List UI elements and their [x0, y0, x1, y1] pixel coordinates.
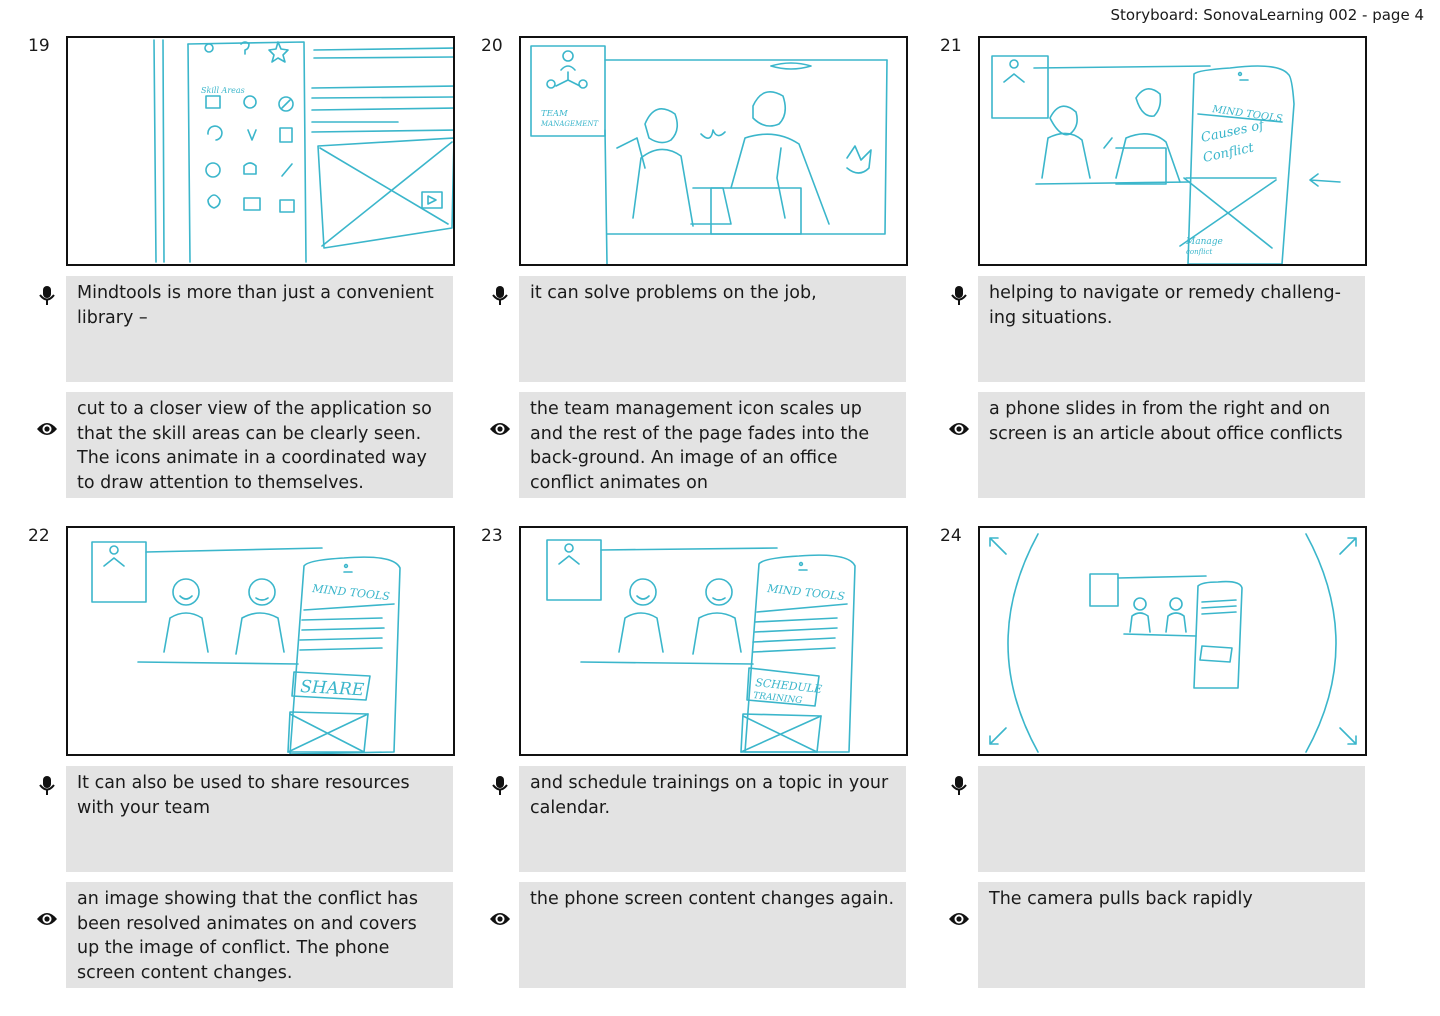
- panel-number: 21: [940, 36, 962, 56]
- sketch-label: conflict: [1186, 248, 1212, 256]
- sketch-camera-pull-back: [989, 533, 1357, 753]
- sketch-label: TEAM: [541, 109, 568, 119]
- audio-text: Mindtools is more than just a convenient…: [77, 283, 434, 328]
- sketch-office-conflict: TEAM MANAGEMENT: [530, 45, 888, 264]
- microphone-icon: [951, 286, 967, 305]
- audio-caption: it can solve problems on the job,: [492, 276, 906, 382]
- sketch-label: MANAGEMENT: [540, 120, 600, 128]
- sketch-phone-schedule: MIND TOOLS SCHEDULE TRAINING: [546, 539, 856, 753]
- audio-caption: [951, 766, 1365, 872]
- visual-caption: cut to a closer view of the application …: [37, 392, 453, 498]
- microphone-icon: [39, 286, 55, 305]
- audio-text: helping to navigate or remedy challeng-i…: [989, 283, 1341, 328]
- audio-text: it can solve problems on the job,: [530, 283, 817, 303]
- sketch-frame: [978, 526, 1367, 756]
- sketch-frame: MIND TOOLS SCHEDULE TRAINING: [519, 526, 908, 756]
- sketch-frame: Skill Areas: [66, 36, 455, 266]
- sketch-frame: MIND TOOLS Causes of Conflict Manage con…: [978, 36, 1367, 266]
- panel-number: 24: [940, 526, 962, 546]
- visual-text: a phone slides in from the right and on …: [989, 399, 1343, 444]
- sketch-label: SHARE: [300, 677, 366, 700]
- sketch-label: MIND TOOLS: [766, 582, 846, 603]
- audio-caption: and schedule trainings on a topic in you…: [492, 766, 906, 872]
- visual-text: cut to a closer view of the application …: [77, 399, 432, 493]
- microphone-icon: [39, 776, 55, 795]
- visual-caption: an image showing that the conflict has b…: [37, 882, 453, 988]
- visual-text: the team management icon scales up and t…: [530, 399, 870, 493]
- panel-number: 20: [481, 36, 503, 56]
- microphone-icon: [492, 286, 508, 305]
- panel-number: 19: [28, 36, 50, 56]
- audio-caption: helping to navigate or remedy challeng-i…: [951, 276, 1365, 382]
- panel-number: 23: [481, 526, 503, 546]
- visual-text: an image showing that the conflict has b…: [77, 889, 418, 983]
- eye-icon: [949, 913, 969, 925]
- sketch-app-skill-areas: Skill Areas: [153, 39, 453, 263]
- visual-caption: The camera pulls back rapidly: [949, 882, 1365, 988]
- sketch-label: Causes of: [1200, 118, 1268, 146]
- panel-number: 22: [28, 526, 50, 546]
- visual-text: The camera pulls back rapidly: [989, 889, 1253, 909]
- sketch-label: Skill Areas: [201, 86, 245, 95]
- audio-caption: Mindtools is more than just a convenient…: [39, 276, 453, 382]
- audio-text: It can also be used to share resources w…: [77, 773, 410, 818]
- microphone-icon: [951, 776, 967, 795]
- sketch-phone-conflict-article: MIND TOOLS Causes of Conflict Manage con…: [991, 55, 1341, 264]
- visual-caption: the phone screen content changes again.: [490, 882, 906, 988]
- eye-icon: [37, 423, 57, 435]
- eye-icon: [949, 423, 969, 435]
- visual-text: the phone screen content changes again.: [530, 889, 895, 909]
- sketch-frame: MIND TOOLS SHARE: [66, 526, 455, 756]
- sketch-label: TRAINING: [753, 691, 803, 706]
- microphone-icon: [492, 776, 508, 795]
- sketch-frame: TEAM MANAGEMENT: [519, 36, 908, 266]
- eye-icon: [490, 913, 510, 925]
- audio-text: and schedule trainings on a topic in you…: [530, 773, 889, 818]
- sketch-label: MIND TOOLS: [311, 582, 391, 603]
- audio-caption: It can also be used to share resources w…: [39, 766, 453, 872]
- sketch-label: Manage: [1185, 237, 1223, 247]
- eye-icon: [490, 423, 510, 435]
- page-header: Storyboard: SonovaLearning 002 - page 4: [1110, 6, 1424, 24]
- visual-caption: a phone slides in from the right and on …: [949, 392, 1365, 498]
- sketch-phone-share: MIND TOOLS SHARE: [91, 541, 401, 754]
- eye-icon: [37, 913, 57, 925]
- visual-caption: the team management icon scales up and t…: [490, 392, 906, 498]
